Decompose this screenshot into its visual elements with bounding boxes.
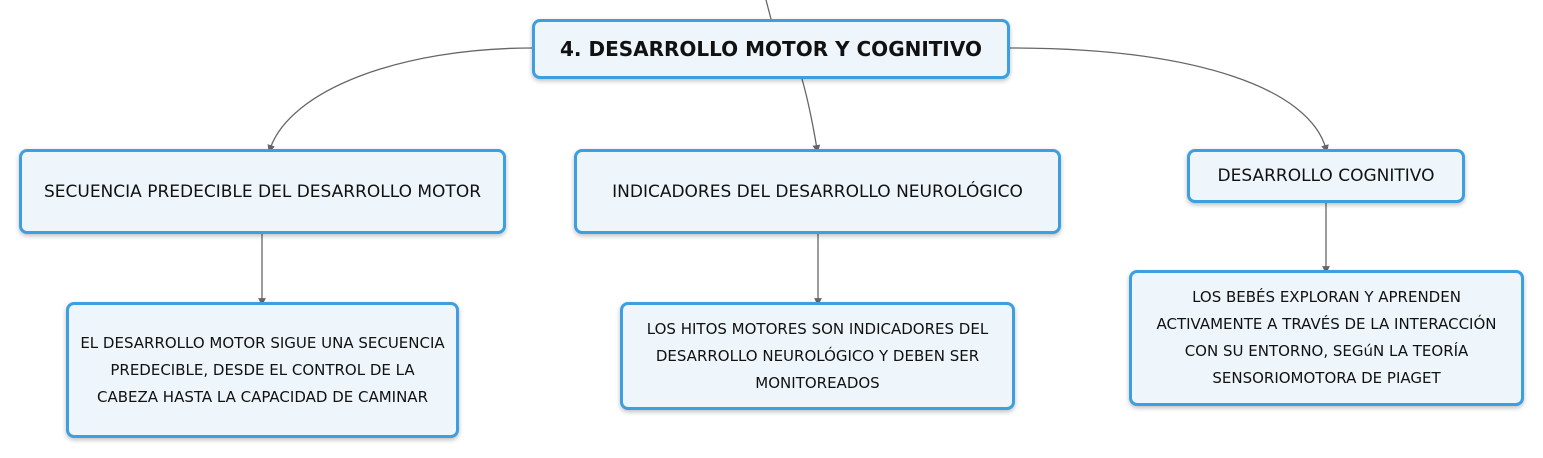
root-topic-node[interactable]: 4. DESARROLLO MOTOR Y COGNITIVO xyxy=(532,19,1010,79)
incoming-connector xyxy=(765,0,772,20)
connector-root-to-topic-2 xyxy=(801,78,821,153)
topic-label: DESARROLLO COGNITIVO xyxy=(1217,166,1435,186)
detail-text: EL DESARROLLO MOTOR SIGUE UNA SECUENCIA … xyxy=(80,333,445,406)
topic-node-motor-sequence[interactable]: SECUENCIA PREDECIBLE DEL DESARROLLO MOTO… xyxy=(19,149,506,234)
detail-node-motor-sequence[interactable]: EL DESARROLLO MOTOR SIGUE UNA SECUENCIA … xyxy=(66,302,459,438)
topic-label: INDICADORES DEL DESARROLLO NEUROLÓGICO xyxy=(612,181,1023,202)
topic-label: SECUENCIA PREDECIBLE DEL DESARROLLO MOTO… xyxy=(43,181,482,202)
detail-text: LOS HITOS MOTORES SON INDICADORES DEL DE… xyxy=(646,319,989,392)
topic-node-neurological-indicators[interactable]: INDICADORES DEL DESARROLLO NEUROLÓGICO xyxy=(574,149,1061,234)
connector-root-to-topic-3 xyxy=(1009,47,1329,153)
topic-node-cognitive-development[interactable]: DESARROLLO COGNITIVO xyxy=(1187,149,1465,203)
root-topic-label: 4. DESARROLLO MOTOR Y COGNITIVO xyxy=(559,37,982,61)
connector-root-to-topic-1 xyxy=(267,47,533,153)
detail-node-neurological-indicators[interactable]: LOS HITOS MOTORES SON INDICADORES DEL DE… xyxy=(620,302,1015,410)
detail-text: LOS BEBÉS EXPLORAN Y APRENDEN ACTIVAMENT… xyxy=(1156,288,1497,387)
detail-node-cognitive-development[interactable]: LOS BEBÉS EXPLORAN Y APRENDEN ACTIVAMENT… xyxy=(1129,270,1524,406)
